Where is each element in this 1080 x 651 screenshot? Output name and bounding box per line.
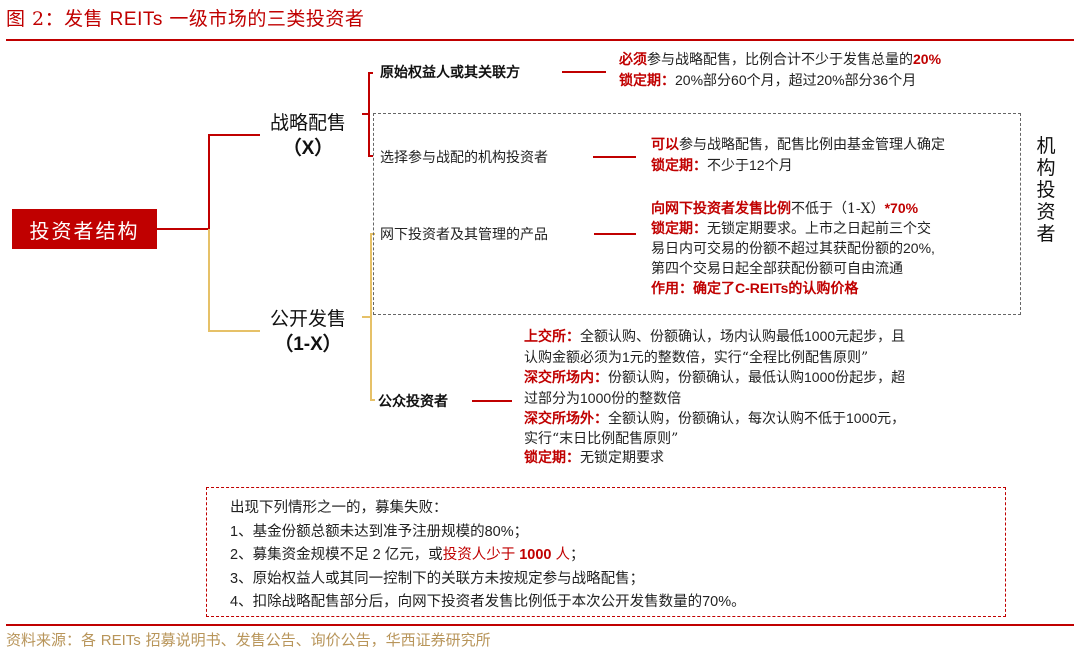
root-connector: [157, 228, 209, 230]
investor-original-equity-holder: 原始权益人或其关联方: [380, 65, 520, 81]
failure-conditions-box: [206, 487, 1006, 617]
upper-branch-vertical: [208, 134, 210, 229]
root-label: 投资者结构: [29, 218, 140, 243]
public-bracket-tick: [362, 316, 370, 318]
branch-sub: （1-X）: [274, 334, 342, 355]
institutional-investors-box: [373, 113, 1021, 315]
investor-0-description: 必须参与战略配售，比例合计不少于发售总量的20% 锁定期：20%部分60个月，超…: [619, 51, 942, 89]
branch-public-offering: 公开发售 （1-X）: [262, 306, 354, 358]
investor-1-description: 可以参与战略配售，配售比例由基金管理人确定 锁定期：不少于12个月: [651, 137, 945, 174]
failure-item: 4、扣除战略配售部分后，向网下投资者发售比例低于本次公开发售数量的70%。: [230, 594, 746, 610]
bottom-divider: [6, 624, 1074, 626]
branch-label: 公开发售: [269, 308, 346, 330]
institutional-label: 机构投资者: [1036, 135, 1056, 245]
upper-branch-horizontal: [208, 134, 260, 136]
source-note: 资料来源：各 REITs 招募说明书、发售公告、询价公告，华西证券研究所: [6, 631, 491, 649]
title-latin: REITs: [109, 9, 163, 30]
branch-sub: （X）: [282, 138, 334, 159]
failure-conditions-text: 出现下列情形之一的，募集失败： 1、基金份额总额未达到准予注册规模的80%； 2…: [230, 497, 746, 615]
investor-1-connector: [593, 156, 636, 158]
root-node: 投资者结构: [12, 209, 157, 249]
strategic-bracket-tick: [362, 113, 368, 115]
public-bracket-top: [370, 233, 375, 235]
failure-item: 1、基金份额总额未达到准予注册规模的80%；: [230, 523, 529, 540]
investor-public: 公众投资者: [378, 394, 448, 410]
lower-branch-horizontal: [208, 330, 260, 332]
investor-2-description: 向网下投资者发售比例不低于（1-X）*70% 锁定期：无锁定期要求。上市之日起前…: [651, 200, 935, 297]
top-divider: [6, 39, 1074, 41]
investor-3-description: 上交所：全额认购、份额确认，场内认购最低1000元起步，且 认购金额必须为1元的…: [524, 328, 906, 466]
strategic-bracket-top: [368, 72, 373, 74]
investor-offline-investors: 网下投资者及其管理的产品: [380, 227, 548, 243]
public-bracket-bottom: [370, 399, 375, 401]
strategic-bracket-bottom: [368, 155, 373, 157]
investor-3-connector: [472, 400, 512, 402]
branch-label: 战略配售: [269, 112, 346, 134]
title-prefix: 图 2：发售: [6, 8, 110, 30]
failure-item: 2、募集资金规模不足 2 亿元，或投资人少于 1000 人；: [230, 547, 585, 563]
investor-0-connector: [562, 71, 606, 73]
figure-title: 图 2：发售 REITs 一级市场的三类投资者: [6, 4, 364, 31]
investor-strategic-institutional: 选择参与战配的机构投资者: [380, 150, 548, 166]
failure-item: 3、原始权益人或其同一控制下的关联方未按规定参与战略配售；: [230, 570, 645, 587]
strategic-bracket: [368, 72, 370, 156]
title-suffix: 一级市场的三类投资者: [162, 8, 365, 30]
failure-intro: 出现下列情形之一的，募集失败：: [230, 500, 448, 516]
lower-branch-vertical: [208, 229, 210, 331]
public-bracket: [370, 233, 372, 400]
investor-2-connector: [594, 233, 636, 235]
branch-strategic-placement: 战略配售 （X）: [262, 110, 354, 162]
